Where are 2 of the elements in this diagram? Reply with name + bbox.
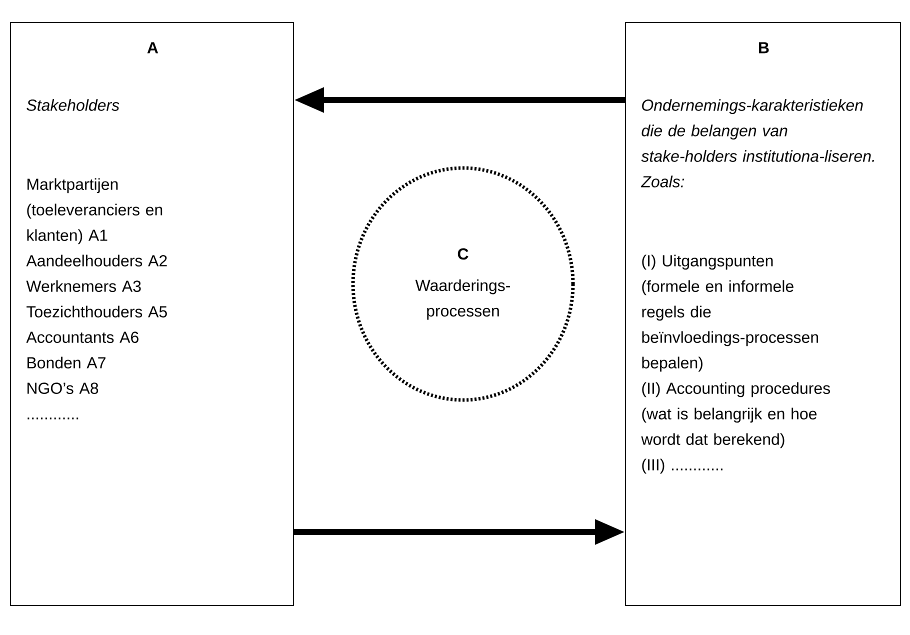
text-box: B Ondernemings-karakteristieken die de belangen van stake-holders institutiona-liseren. Zoals: (I) Uitgangspunten (formele en informele regels die beïnvloedings-processen bepalen) (II) Accounting procedures (wat is belangrijk en hoe wordt dat berekend) (III) ............ bbox=[625, 22, 901, 606]
text-box: A Stakeholders Marktpartijen (toeleveranciers en klanten) A1 Aandeelhouders A2 Werknemers A3 Toezichthouders A5 Accountants A6 Bonden A7 NGO’s A8 ............ bbox=[10, 22, 294, 606]
